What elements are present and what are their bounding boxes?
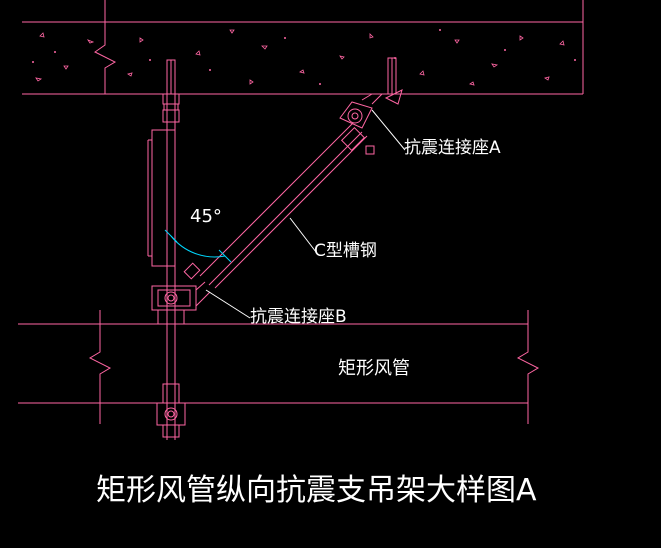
leader-lines	[205, 109, 406, 319]
rectangular-duct	[18, 310, 540, 424]
c-channel-brace	[199, 122, 368, 289]
connector-a	[339, 89, 403, 155]
label-duct: 矩形风管	[338, 358, 410, 379]
bottom-nut	[156, 383, 186, 438]
leader-connector-b	[205, 289, 251, 319]
duct-break-left	[88, 324, 112, 403]
anchor-bolt-left	[166, 59, 176, 95]
label-channel-steel: C型槽钢	[314, 241, 377, 261]
angle-label: 45°	[190, 206, 222, 227]
leader-connector-a	[371, 109, 406, 151]
label-connector-b: 抗震连接座B	[250, 307, 347, 327]
concrete-aggregate-dots	[32, 29, 576, 85]
concrete-slab	[22, 0, 584, 95]
connector-b	[151, 262, 211, 325]
concrete-aggregate	[35, 29, 565, 86]
drawing-title: 矩形风管纵向抗震支吊架大样图A	[96, 473, 537, 508]
side-plate	[147, 129, 176, 267]
angle-dimension	[164, 229, 232, 263]
hanger-rod	[162, 93, 180, 440]
label-connector-a: 抗震连接座A	[404, 138, 501, 158]
break-line-left	[94, 22, 117, 94]
duct-break-right	[516, 324, 540, 403]
leader-channel	[289, 217, 317, 253]
anchor-bolt-right	[387, 57, 397, 95]
